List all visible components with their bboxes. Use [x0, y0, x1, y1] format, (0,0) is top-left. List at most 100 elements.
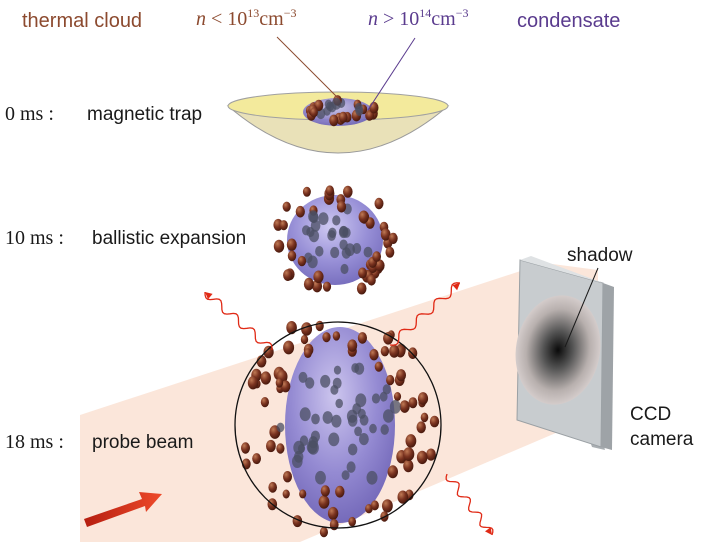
atom — [315, 320, 324, 332]
atom — [356, 282, 367, 295]
atom — [383, 409, 394, 423]
photon-arrowhead — [205, 292, 213, 300]
atom — [408, 397, 418, 409]
photon-wave — [204, 291, 273, 351]
condensate-density-label: n > 1014cm−3 — [368, 6, 469, 30]
atom — [327, 506, 339, 520]
atom — [286, 238, 297, 251]
atom — [320, 374, 331, 388]
atom — [330, 385, 339, 395]
atom — [374, 361, 383, 372]
atom — [336, 200, 347, 213]
atom — [318, 495, 330, 509]
stage-2-label: probe beam — [92, 432, 194, 453]
atom — [367, 274, 376, 286]
atom — [403, 447, 415, 461]
atom — [331, 97, 342, 110]
atom — [282, 489, 290, 499]
atom — [322, 332, 331, 343]
atom — [372, 251, 382, 262]
atom — [322, 411, 333, 424]
atom — [369, 423, 377, 434]
atom — [389, 344, 400, 358]
atom — [311, 413, 320, 425]
magnetic-trap-dish — [226, 91, 450, 154]
atom — [380, 346, 390, 357]
stage-2-time: 18 ms : — [5, 431, 64, 453]
atom — [355, 106, 364, 116]
atom — [382, 499, 393, 513]
atom — [297, 255, 307, 267]
atom — [276, 422, 285, 433]
atom — [330, 246, 340, 259]
atom — [403, 459, 414, 473]
shadow-pointer — [564, 267, 599, 348]
atom — [417, 392, 429, 405]
atom — [393, 392, 402, 401]
atom — [338, 111, 348, 123]
atom — [346, 409, 358, 423]
atom — [299, 489, 307, 499]
atom — [282, 201, 291, 212]
atom — [370, 500, 379, 511]
atom — [318, 212, 329, 226]
probe-atoms — [241, 320, 440, 538]
atom — [352, 243, 362, 254]
photon-arrowhead — [485, 527, 492, 535]
shadow-label: shadow — [567, 245, 633, 266]
atom — [256, 355, 267, 368]
probe-arrow — [84, 492, 162, 527]
atom — [335, 398, 344, 409]
thermal-pointer — [276, 36, 339, 99]
atom — [320, 485, 330, 497]
atom — [310, 107, 318, 118]
atom — [305, 377, 315, 389]
atom — [416, 450, 428, 465]
atom — [339, 239, 348, 251]
atom — [359, 433, 369, 446]
atom — [241, 442, 250, 454]
atom — [332, 215, 341, 226]
shadow-spot — [515, 295, 601, 405]
atom — [310, 219, 321, 232]
atom — [366, 470, 378, 485]
probe-region-circle — [234, 321, 442, 529]
photon-wave — [445, 473, 494, 536]
scattered-photons — [204, 282, 494, 536]
atom — [383, 332, 394, 345]
atom — [276, 443, 285, 454]
atom — [369, 101, 379, 114]
thermal-density-label: n < 1013cm−3 — [196, 6, 297, 30]
atom — [354, 362, 365, 375]
atom — [304, 348, 312, 358]
atom — [280, 380, 291, 393]
atom — [385, 246, 395, 258]
atom — [275, 378, 284, 388]
atom — [273, 239, 285, 253]
ccd-camera — [515, 256, 614, 450]
atom — [386, 374, 395, 386]
stage-0-time: 0 ms : — [5, 103, 54, 125]
atom — [343, 185, 353, 198]
atom — [329, 114, 339, 127]
atom — [374, 259, 385, 272]
atom — [389, 400, 401, 414]
atom — [380, 228, 391, 241]
atom — [287, 250, 297, 262]
trap-atoms — [305, 95, 379, 127]
atom — [371, 393, 381, 404]
atom — [308, 436, 319, 449]
atom — [335, 485, 345, 498]
atom — [366, 110, 374, 121]
atom — [307, 255, 318, 269]
atom — [348, 443, 358, 456]
stage-1-time: 10 ms : — [5, 227, 64, 249]
atom — [301, 322, 313, 336]
atom — [325, 185, 334, 196]
expansion-atoms — [273, 185, 398, 295]
atom — [328, 227, 337, 238]
atom — [294, 450, 304, 463]
atom — [331, 414, 342, 428]
